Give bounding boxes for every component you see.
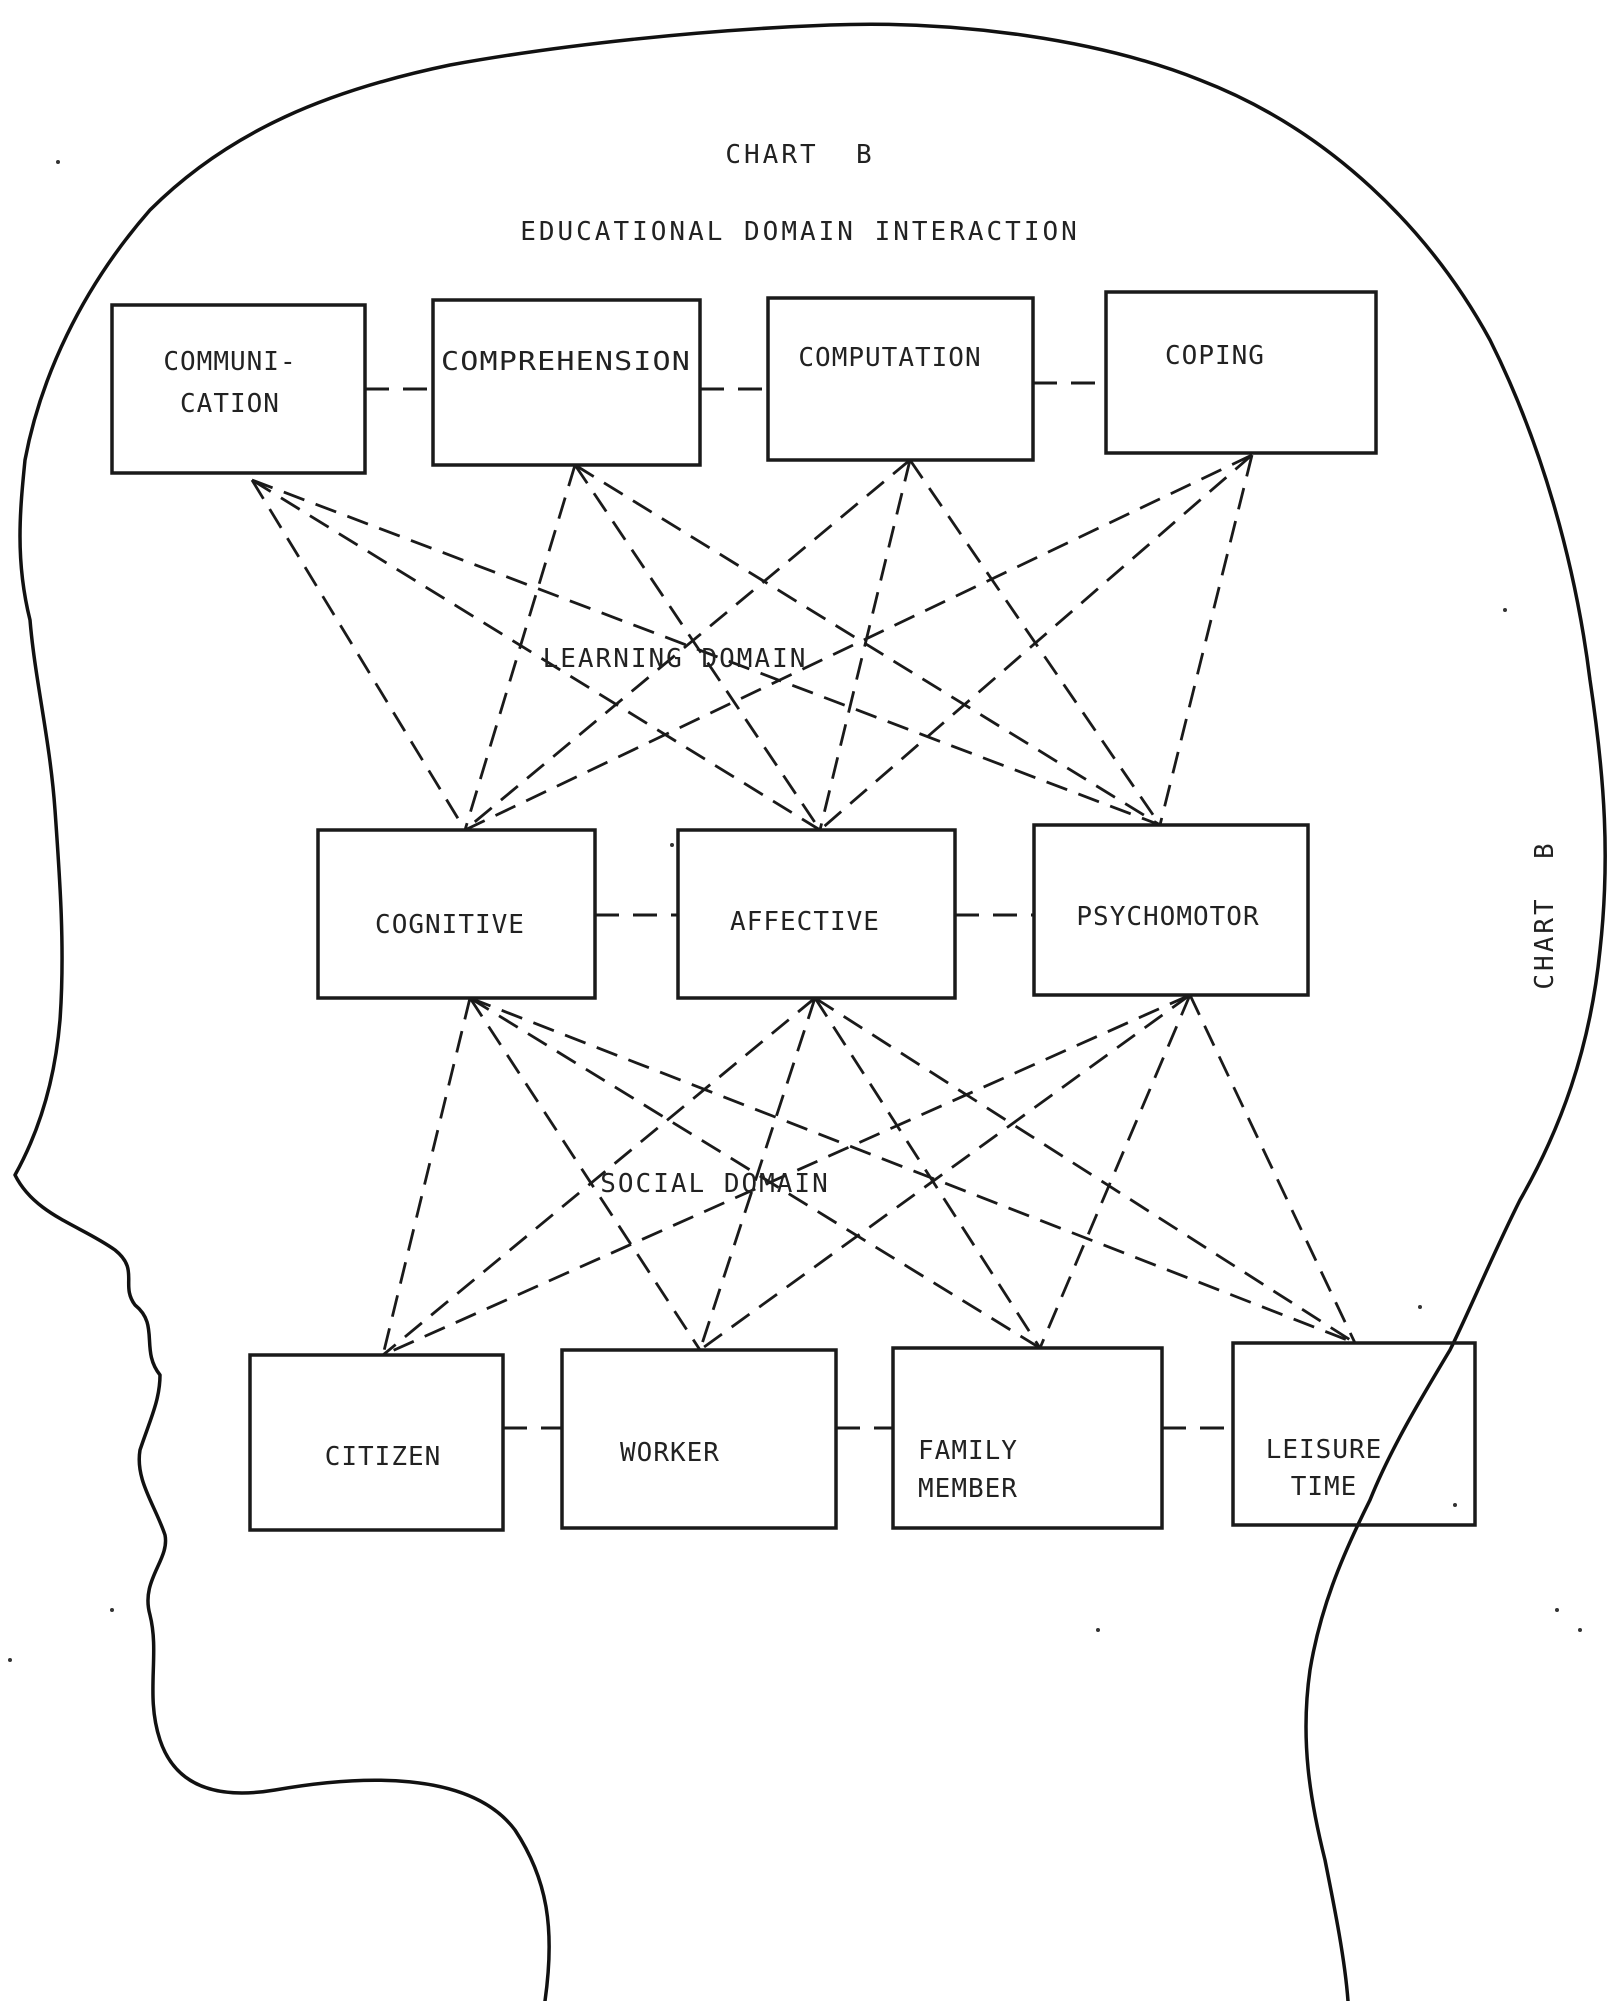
link-comprehension-psychomotor (574, 463, 1161, 827)
box-cognitive (316, 828, 597, 1000)
link-coping-psychomotor (1158, 454, 1254, 826)
chart-title: CHART B (725, 140, 874, 170)
box-communication-label-1: COMMUNI- (163, 347, 296, 377)
chart-subtitle: EDUCATIONAL DOMAIN INTERACTION (520, 217, 1080, 247)
box-worker (560, 1348, 838, 1530)
box-family-member-label-1: FAMILY (918, 1436, 1018, 1466)
box-worker-label: WORKER (620, 1438, 720, 1468)
link-communication-affective (251, 478, 821, 832)
box-leisure-time (1231, 1341, 1477, 1527)
box-comprehension (431, 298, 702, 467)
side-chart-label: CHART B (1530, 840, 1560, 989)
link-cognitive-family-member (469, 996, 1041, 1350)
link-computation-cognitive (464, 458, 911, 832)
box-coping-label: COPING (1165, 341, 1265, 371)
box-communication (110, 303, 367, 475)
link-affective-leisure-time (814, 996, 1356, 1345)
box-affective-label: AFFECTIVE (730, 907, 880, 937)
box-citizen-label: CITIZEN (325, 1442, 442, 1472)
box-coping (1104, 290, 1378, 455)
link-comprehension-affective (573, 464, 822, 831)
social-domain-links (381, 993, 1357, 1357)
box-comprehension-label: COMPREHENSION (441, 347, 691, 377)
box-computation (766, 296, 1035, 462)
link-computation-affective (818, 459, 912, 831)
box-communication-label-2: CATION (180, 389, 280, 419)
link-comprehension-cognitive (463, 464, 577, 831)
top-row-boxes: COMMUNI- CATION COMPREHENSION COMPUTATIO… (110, 290, 1378, 475)
box-affective (676, 828, 957, 1000)
link-psychomotor-leisure-time (1188, 994, 1357, 1344)
link-affective-worker (698, 997, 817, 1351)
link-coping-affective (819, 453, 1253, 832)
bottom-row-boxes: CITIZEN WORKER FAMILY MEMBER LEISURE TIM… (248, 1341, 1477, 1532)
link-psychomotor-family-member (1038, 994, 1192, 1349)
link-affective-citizen (382, 996, 816, 1357)
link-affective-family-member (813, 997, 1042, 1349)
middle-row-boxes: COGNITIVE AFFECTIVE PSYCHOMOTOR (316, 823, 1310, 1000)
scan-specks (8, 160, 1582, 1662)
head-outline (13, 22, 1607, 2001)
box-leisure-time-label-2: TIME (1291, 1472, 1358, 1502)
horizontal-links (365, 381, 1233, 1430)
link-cognitive-citizen (381, 997, 472, 1356)
link-coping-cognitive (464, 453, 1253, 832)
link-psychomotor-citizen (382, 993, 1191, 1357)
learning-domain-label: LEARNING DOMAIN (543, 644, 808, 674)
link-cognitive-worker (468, 997, 702, 1351)
box-family-member (891, 1346, 1164, 1530)
learning-domain-links (250, 453, 1254, 832)
box-psychomotor-label: PSYCHOMOTOR (1076, 902, 1259, 932)
box-cognitive-label: COGNITIVE (375, 910, 525, 940)
link-cognitive-leisure-time (469, 996, 1356, 1345)
box-citizen (248, 1353, 505, 1532)
box-computation-label: COMPUTATION (798, 343, 981, 373)
link-communication-cognitive (250, 479, 467, 831)
social-domain-label: SOCIAL DOMAIN (600, 1169, 830, 1199)
box-leisure-time-label-1: LEISURE (1266, 1435, 1383, 1465)
box-psychomotor (1032, 823, 1310, 997)
link-communication-psychomotor (251, 478, 1161, 827)
box-family-member-label-2: MEMBER (918, 1474, 1018, 1504)
